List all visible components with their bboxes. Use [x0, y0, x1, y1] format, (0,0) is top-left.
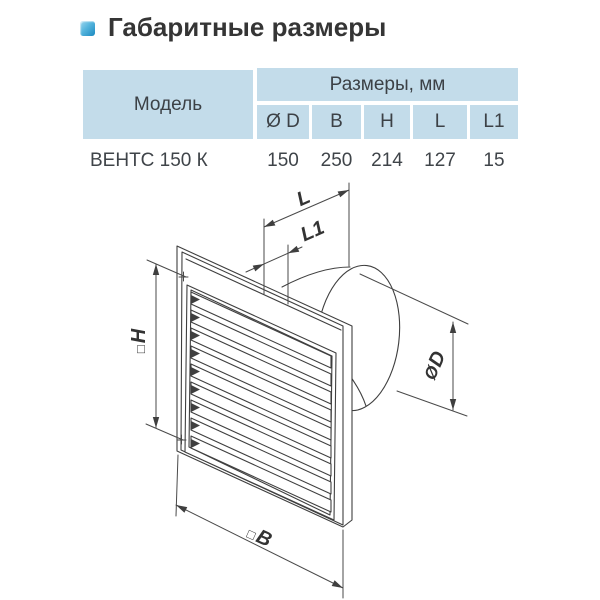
dim-label-h: □H — [128, 328, 150, 353]
col-header-l: L — [413, 105, 467, 139]
col-header-diameter: Ø D — [257, 105, 309, 139]
model-header-cell: Модель — [83, 70, 253, 139]
page-title: Габаритные размеры — [108, 12, 387, 42]
col-header-b: B — [312, 105, 361, 139]
value-cell-b: 250 — [312, 145, 361, 177]
dimension-l1: L1 — [245, 217, 328, 273]
section-header: Габаритные размеры — [80, 12, 386, 43]
col-header-l1: L1 — [470, 105, 518, 139]
model-name-cell: ВЕНТС 150 К — [83, 145, 260, 177]
dimensions-table: Модель Размеры, мм Ø D B H L L1 ВЕНТС 15… — [83, 68, 518, 180]
blue-square-bullet-icon — [80, 21, 95, 36]
value-cell-diameter: 150 — [257, 145, 309, 177]
value-cell-h: 214 — [364, 145, 410, 177]
dim-label-l1: L1 — [298, 217, 328, 246]
dimensions-header-cell: Размеры, мм — [257, 68, 518, 101]
dim-label-b: □B — [244, 522, 275, 552]
dimension-l: L — [263, 182, 350, 305]
dimension-h: □H — [128, 259, 189, 445]
value-cell-l: 127 — [413, 145, 467, 177]
col-header-h: H — [364, 105, 410, 139]
value-cell-l1: 15 — [470, 145, 518, 177]
dim-label-d: ØD — [419, 348, 451, 383]
fan-louvers — [190, 291, 332, 513]
dim-label-l: L — [294, 186, 314, 211]
